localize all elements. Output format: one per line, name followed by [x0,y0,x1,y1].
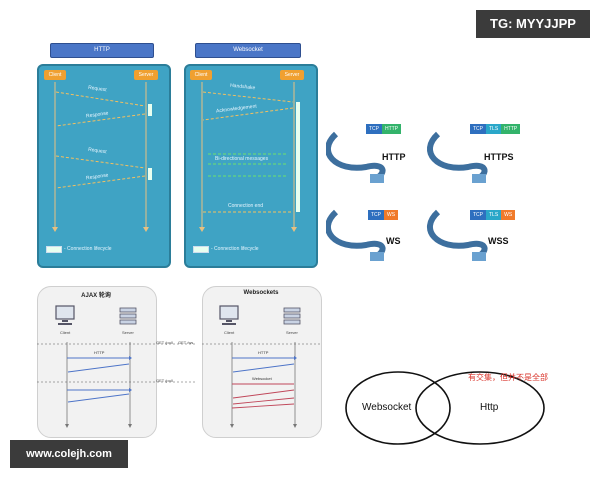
ws-client-label: Client [190,70,212,80]
ajax-get-poll-2: GET /poll [156,378,173,383]
watermark-top: TG: MYYJJPP [476,10,590,38]
ajax-title: AJAX 轮询 [81,293,111,299]
tag-tcp: TCP [366,124,382,134]
websockets-title: Websockets [243,290,279,296]
cable-graphics [326,131,488,261]
tag-ws: WS [384,210,399,220]
tag-ws: WS [501,210,516,220]
venn-label-websocket: Websocket [362,402,412,413]
ajax-panel [37,286,157,438]
ajax-client-label: Client [60,330,71,335]
http-header: HTTP [50,43,154,58]
ajax-sequence-arrows [65,342,132,428]
tag-tcp: TCP [470,124,486,134]
websockets-dashed-separator [202,343,320,345]
cable-wss-tags: TCP TLS WS [470,210,516,220]
ws-panel [184,64,318,268]
http-client-label: Client [44,70,66,80]
tag-http: HTTP [501,124,521,134]
websockets-sequence-arrows [230,342,297,428]
client-computer-icon [55,305,75,325]
http-legend-swatch [46,246,62,253]
venn-note: 有交集，但并不是全部 [468,373,548,382]
cable-ws-label: WS [386,236,401,246]
ajax-dashed-separators [37,343,197,383]
tag-tls: TLS [486,210,502,220]
http-sequence-arrows [52,82,152,232]
ws-sequence-arrows [199,82,300,232]
ws-msg-connection-end: Connection end [228,203,264,209]
ws-msg-bidirectional: Bi-directional messages [215,156,269,162]
tag-tcp: TCP [470,210,486,220]
cable-https-label: HTTPS [484,152,514,162]
ws-header: Websocket [195,43,301,58]
ws-legend-swatch [193,246,209,253]
ajax-get-poll-1: GET /poll [156,340,173,345]
http-server-label: Server [134,70,158,80]
http-panel [37,64,171,268]
tag-tcp: TCP [368,210,384,220]
cable-https-tags: TCP TLS HTTP [470,124,521,134]
ws-server-label: Server [280,70,304,80]
ajax-http-label: HTTP [94,350,105,355]
cable-ws-tags: TCP WS [368,210,399,220]
venn-diagram [345,371,545,445]
ajax-server-label: Server [122,330,134,335]
websockets-client-label: Client [224,330,235,335]
server-icon [283,307,301,325]
http-legend-text: - Connection lifecycle [64,246,112,252]
cable-http-label: HTTP [382,152,406,162]
websockets-server-label: Server [286,330,298,335]
websockets-get-ws: GET /ws [178,340,194,345]
cable-wss-label: WSS [488,236,509,246]
cable-http-tags: TCP HTTP [366,124,402,134]
client-computer-icon [219,305,239,325]
venn-label-http: Http [480,402,499,413]
websockets-ws-label: Websocket [252,376,272,381]
tag-tls: TLS [486,124,502,134]
watermark-bottom: www.colejh.com [10,440,128,468]
server-icon [119,307,137,325]
tag-http: HTTP [382,124,402,134]
websockets-http-label: HTTP [258,350,269,355]
ws-legend-text: - Connection lifecycle [211,246,259,252]
